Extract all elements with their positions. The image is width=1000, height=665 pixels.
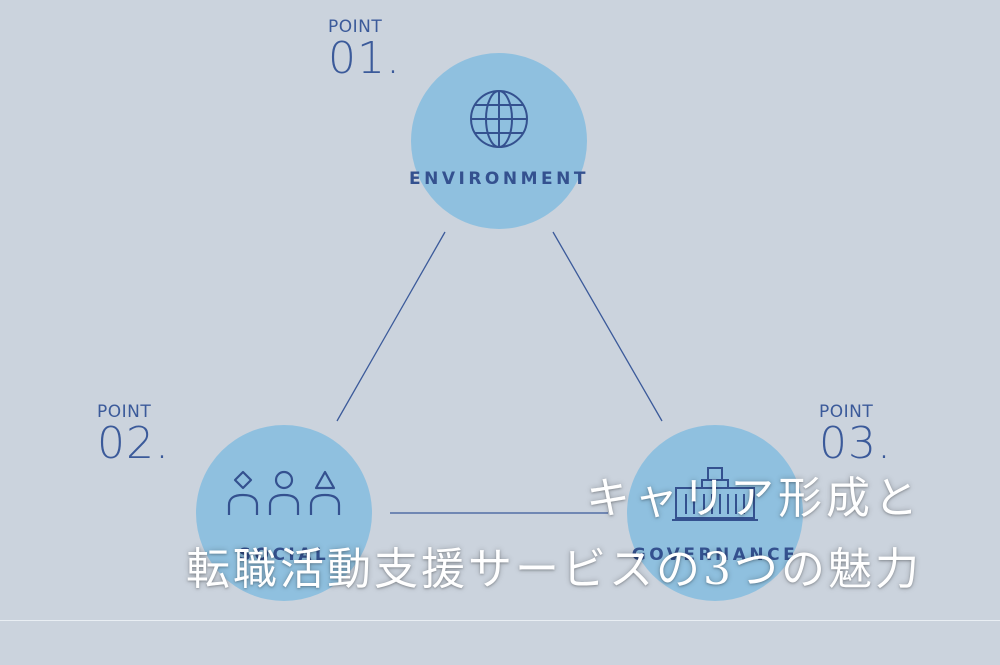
point-03-label: POINT	[819, 402, 874, 422]
people-icon	[227, 470, 341, 515]
governance-label: GOVERNANCE	[631, 545, 799, 565]
environment-label: ENVIRONMENT	[409, 169, 589, 189]
building-icon	[672, 467, 758, 521]
globe-icon	[470, 90, 528, 148]
line-env-social	[336, 231, 446, 422]
social-label: SOCIAL	[238, 545, 330, 565]
point-01-caption: POINT 01.	[328, 17, 401, 81]
point-03-caption: POINT 03.	[819, 402, 892, 466]
line-env-gov	[552, 231, 663, 422]
point-01-number: 01.	[328, 33, 401, 84]
point-02-label: POINT	[97, 402, 152, 422]
point-03-number: 03.	[819, 418, 892, 469]
governance-circle	[627, 425, 803, 601]
point-01-label: POINT	[328, 17, 383, 37]
social-circle	[196, 425, 372, 601]
point-02-caption: POINT 02.	[97, 402, 170, 466]
divider	[0, 620, 1000, 621]
title-line-1: キャリア形成と	[586, 473, 922, 524]
point-02-number: 02.	[97, 418, 170, 469]
title-line-2: 転職活動支援サービスの3つの魅力	[186, 544, 922, 595]
